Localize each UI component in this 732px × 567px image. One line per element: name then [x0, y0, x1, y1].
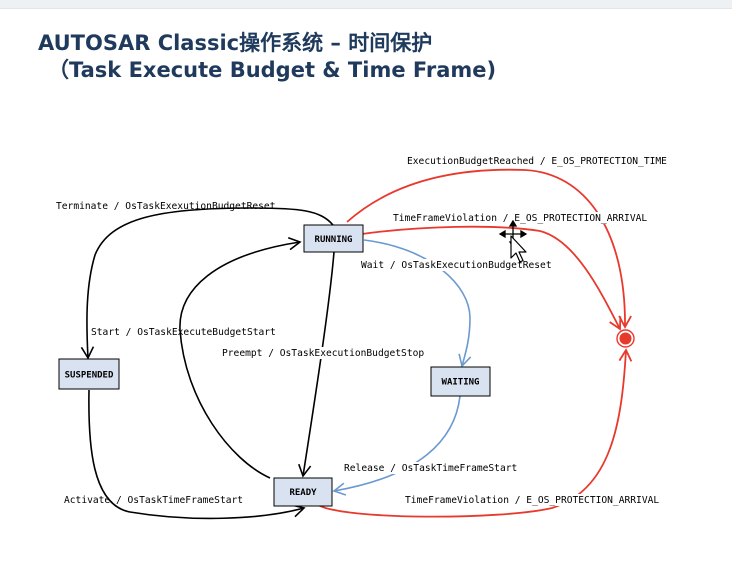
state-running-label: RUNNING: [315, 235, 353, 245]
state-suspended-label: SUSPENDED: [65, 371, 114, 381]
label-timeframe-violation-ready: TimeFrameViolation / E_OS_PROTECTION_ARR…: [405, 495, 659, 506]
final-state: [616, 329, 635, 348]
label-preempt: Preempt / OsTaskExecutionBudgetStop: [222, 348, 424, 359]
slide-title-line1: AUTOSAR Classic操作系统 – 时间保护: [38, 31, 433, 55]
label-release: Release / OsTaskTimeFrameStart: [344, 463, 517, 474]
label-timeframe-violation-running: TimeFrameViolation / E_OS_PROTECTION_ARR…: [393, 213, 647, 224]
label-execution-budget-reached: ExecutionBudgetReached / E_OS_PROTECTION…: [407, 156, 667, 167]
label-start: Start / OsTaskExecuteBudgetStart: [91, 327, 276, 338]
window-top-bar: [0, 0, 732, 9]
state-waiting-label: WAITING: [442, 378, 480, 388]
state-running: RUNNING: [303, 224, 364, 253]
normal-transitions: [80, 207, 335, 520]
state-suspended: SUSPENDED: [58, 358, 120, 390]
edge-release: [332, 395, 461, 496]
wait-release-transitions: [332, 239, 472, 496]
label-wait: Wait / OsTaskExecutionBudgetReset: [361, 260, 552, 271]
violation-transitions: [317, 168, 633, 518]
state-waiting: WAITING: [430, 366, 491, 397]
state-ready-label: READY: [289, 488, 317, 498]
edge-terminate: [80, 207, 334, 360]
move-cursor-icon: [498, 219, 528, 263]
slide-title-line2: （Task Execute Budget & Time Frame): [48, 58, 497, 82]
edge-wait: [363, 239, 472, 368]
edge-preempt: [298, 251, 335, 478]
label-terminate: Terminate / OsTaskExexutionBudgetReset: [56, 201, 276, 212]
slide-title: AUTOSAR Classic操作系统 – 时间保护 （Task Execute…: [38, 30, 496, 84]
edge-activate: [88, 389, 306, 520]
edge-timeframe-violation-running: [361, 225, 622, 331]
edge-start: [179, 236, 302, 479]
state-ready: READY: [273, 477, 333, 507]
label-activate: Activate / OsTaskTimeFrameStart: [64, 495, 243, 506]
edge-execution-budget-reached: [346, 168, 632, 329]
edge-timeframe-violation-ready: [317, 348, 633, 518]
